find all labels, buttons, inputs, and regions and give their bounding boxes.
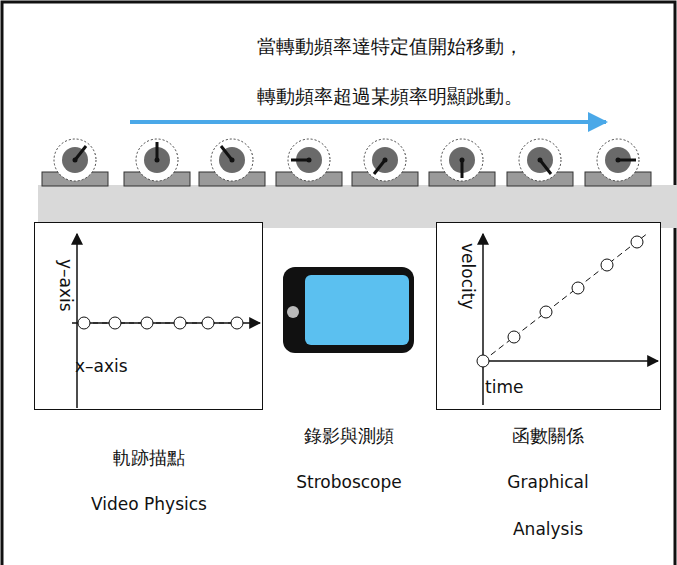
tool-name: Video Physics	[91, 495, 207, 514]
tool-name: Analysis	[513, 520, 583, 539]
velocity-chart: velocity time	[436, 222, 661, 410]
tool-name: Stroboscope	[296, 473, 402, 492]
trajectory-plot	[72, 234, 260, 408]
note-text: 當轉動頻率達特定值開始移動，	[257, 36, 523, 57]
progress-arrow	[130, 120, 606, 124]
method-name: 錄影與測頻	[304, 426, 394, 446]
axis-label: y–axis	[56, 259, 75, 312]
velocity-plot	[477, 233, 658, 405]
axis-label: velocity	[458, 243, 477, 309]
axis-label: x–axis	[75, 357, 128, 376]
tool-name: Graphical	[507, 473, 588, 492]
wheels	[42, 139, 651, 186]
method-name: 軌跡描點	[113, 448, 185, 468]
note-text: 轉動頻率超過某頻率明顯跳動。	[257, 86, 523, 107]
phone-icon	[283, 267, 414, 353]
axis-label: time	[485, 378, 523, 397]
position-chart: y–axis x–axis	[34, 222, 263, 410]
method-name: 函數關係	[512, 426, 584, 446]
